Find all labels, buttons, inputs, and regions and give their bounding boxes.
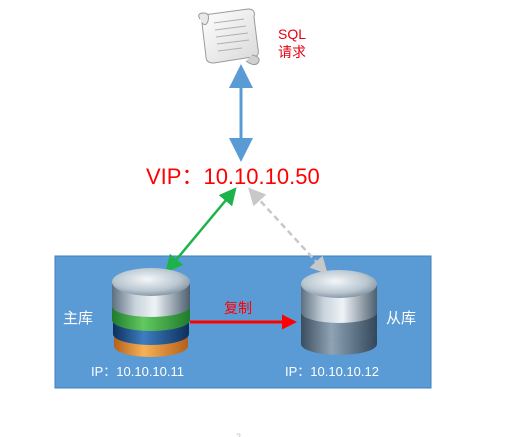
active-link-arrow xyxy=(165,187,237,273)
page-mark: 2 xyxy=(236,432,241,437)
master-label: 主库 xyxy=(63,310,93,327)
master-ip: IP：10.10.10.11 xyxy=(91,364,184,379)
slave-ip: IP：10.10.10.12 xyxy=(285,364,379,379)
slave-database-icon xyxy=(301,270,377,355)
slave-label: 从库 xyxy=(386,310,416,327)
standby-link-arrow xyxy=(248,187,328,275)
vip-label: VIP：10.10.10.50 xyxy=(146,164,320,189)
request-label-line2: 请求 xyxy=(278,44,306,60)
request-label-line1: SQL xyxy=(278,26,306,42)
master-database-icon xyxy=(112,268,190,357)
scroll-document-icon xyxy=(198,8,260,66)
replication-label: 复制 xyxy=(224,300,252,316)
